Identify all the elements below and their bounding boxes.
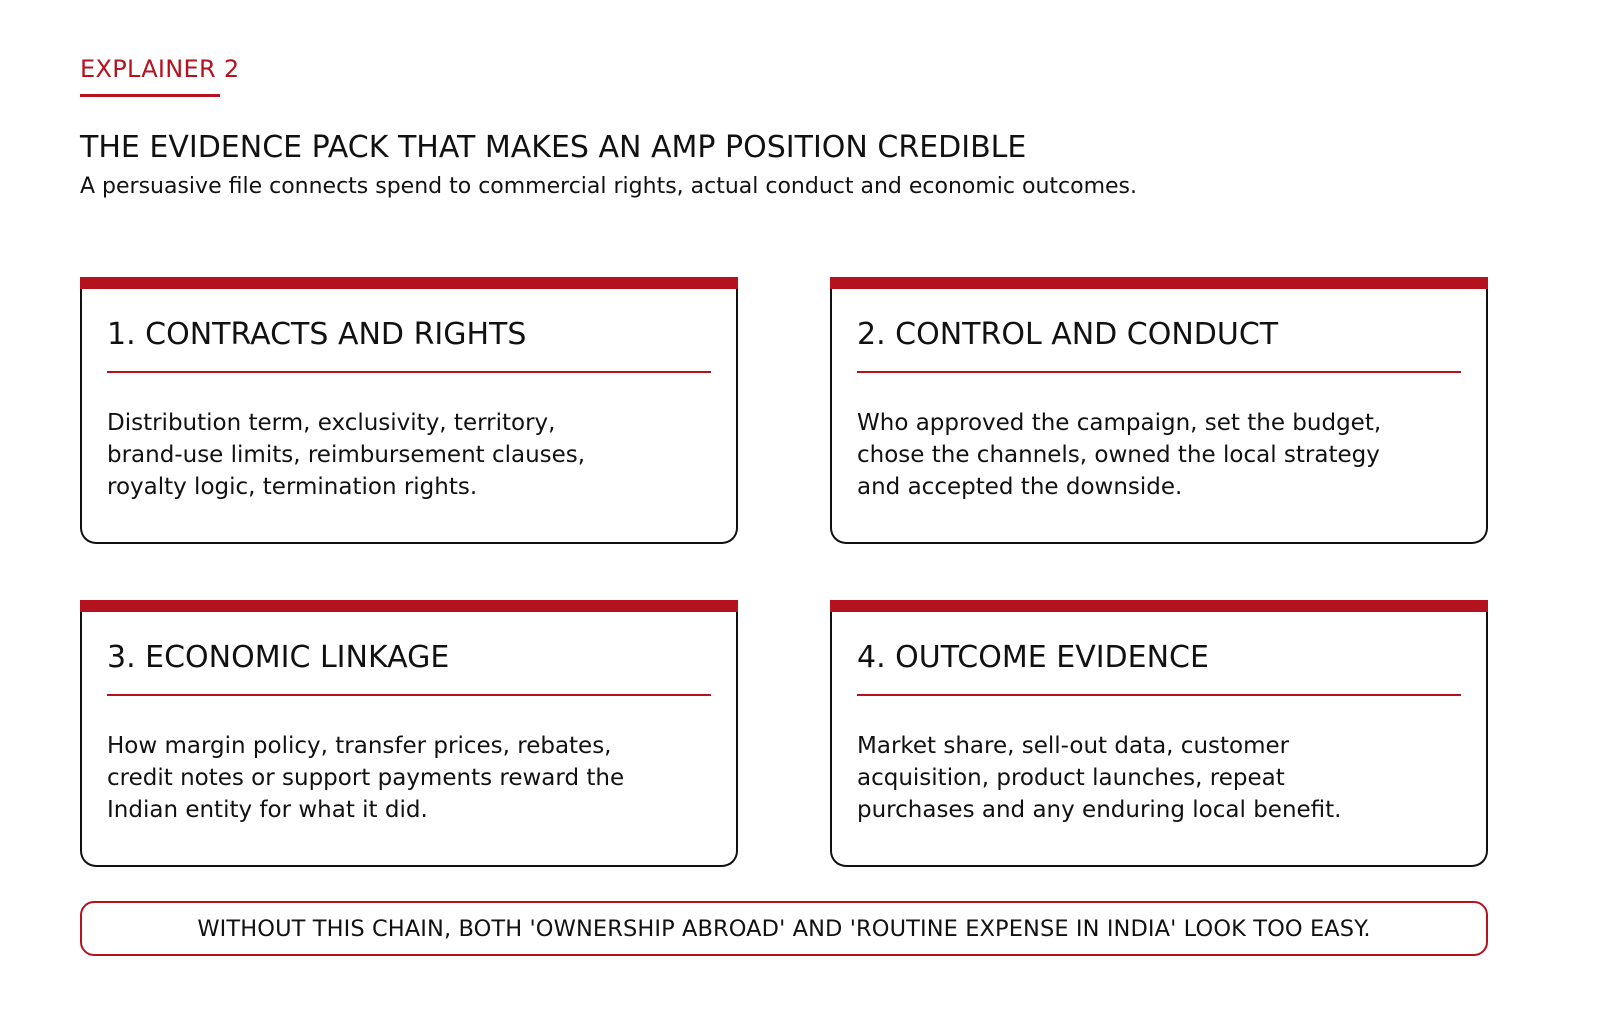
card-body: Distribution term, exclusivity, territor…	[107, 407, 717, 503]
card-body-line: Who approved the campaign, set the budge…	[857, 410, 1382, 436]
card-divider	[107, 371, 711, 373]
card-divider	[857, 371, 1461, 373]
card-body-line: royalty logic, termination rights.	[107, 474, 478, 500]
card-accent-bar	[80, 277, 738, 291]
card-body-line: purchases and any enduring local benefit…	[857, 797, 1342, 823]
card-divider	[857, 694, 1461, 696]
card-heading: 1. CONTRACTS AND RIGHTS	[107, 317, 527, 352]
card-body-line: acquisition, product launches, repeat	[857, 765, 1285, 791]
explainer-kicker: EXPLAINER 2	[80, 55, 240, 83]
card-heading: 4. OUTCOME EVIDENCE	[857, 640, 1209, 675]
card-body: How margin policy, transfer prices, reba…	[107, 730, 717, 826]
kicker-underline	[80, 94, 220, 97]
card-accent-bar	[830, 600, 1488, 614]
card-body-line: brand-use limits, reimbursement clauses,	[107, 442, 586, 468]
card-outcome-evidence: 4. OUTCOME EVIDENCE Market share, sell-o…	[830, 600, 1488, 867]
card-accent-bar	[80, 600, 738, 614]
card-body-line: chose the channels, owned the local stra…	[857, 442, 1380, 468]
card-body-line: and accepted the downside.	[857, 474, 1183, 500]
footer-callout-text: WITHOUT THIS CHAIN, BOTH 'OWNERSHIP ABRO…	[197, 915, 1371, 942]
card-heading: 2. CONTROL AND CONDUCT	[857, 317, 1279, 352]
card-box	[830, 289, 1488, 544]
card-box	[80, 289, 738, 544]
card-divider	[107, 694, 711, 696]
card-body-line: How margin policy, transfer prices, reba…	[107, 733, 612, 759]
card-box	[80, 612, 738, 867]
card-body-line: Distribution term, exclusivity, territor…	[107, 410, 556, 436]
card-control-and-conduct: 2. CONTROL AND CONDUCT Who approved the …	[830, 277, 1488, 544]
card-contracts-and-rights: 1. CONTRACTS AND RIGHTS Distribution ter…	[80, 277, 738, 544]
page-subtitle: A persuasive file connects spend to comm…	[80, 174, 1138, 199]
card-body-line: Indian entity for what it did.	[107, 797, 428, 823]
card-body: Who approved the campaign, set the budge…	[857, 407, 1467, 503]
page-title: THE EVIDENCE PACK THAT MAKES AN AMP POSI…	[80, 130, 1027, 165]
card-box	[830, 612, 1488, 867]
card-body-line: Market share, sell-out data, customer	[857, 733, 1290, 759]
card-body-line: credit notes or support payments reward …	[107, 765, 625, 791]
footer-callout: WITHOUT THIS CHAIN, BOTH 'OWNERSHIP ABRO…	[80, 901, 1488, 956]
card-accent-bar	[830, 277, 1488, 291]
card-heading: 3. ECONOMIC LINKAGE	[107, 640, 450, 675]
card-economic-linkage: 3. ECONOMIC LINKAGE How margin policy, t…	[80, 600, 738, 867]
card-body: Market share, sell-out data, customer ac…	[857, 730, 1467, 826]
